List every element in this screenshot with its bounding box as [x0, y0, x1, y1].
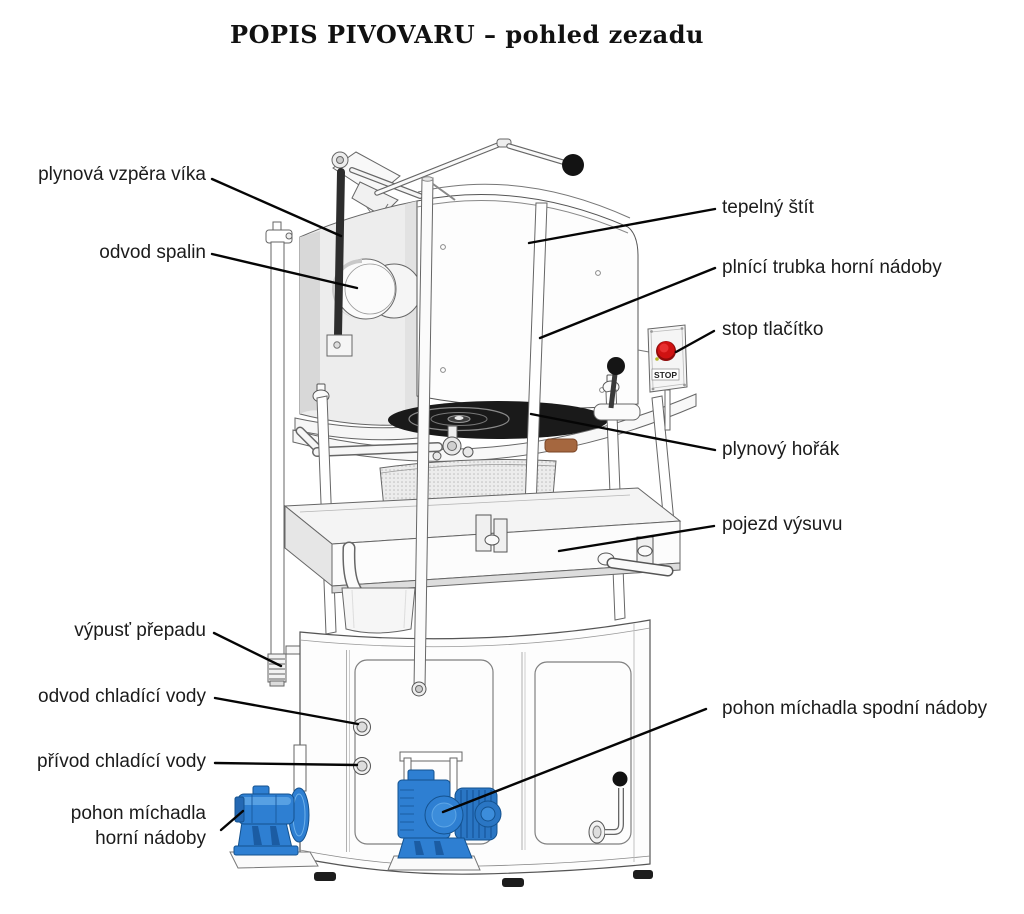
label-flue-exhaust: odvod spalin [99, 242, 206, 263]
label-lower-agitator-drive: pohon míchadla spodní nádoby [722, 698, 988, 719]
lid-gas-strut [326, 168, 353, 357]
carriage-pull-handle [606, 557, 674, 577]
lever-hinge-cylinder [593, 403, 641, 421]
label-stop-button: stop tlačítko [722, 319, 824, 340]
label-heat-shield: tepelný štít [722, 197, 814, 218]
flue-outlet [332, 258, 422, 320]
leader-filling-tube [538, 266, 717, 340]
leader-water-inlet [213, 761, 359, 767]
handle-ball-knob [562, 154, 584, 176]
hex-bolt [484, 534, 500, 546]
shield-rivet [595, 270, 601, 276]
leader-lower-drive [441, 707, 708, 814]
label-upper-agitator-drive-line2: horní nádoby [95, 828, 206, 849]
cooling-water-outlet-port [353, 718, 371, 736]
overflow-drain [267, 653, 287, 687]
foot [502, 878, 524, 887]
leader-upper-drive [219, 809, 245, 832]
label-overflow-drain: výpusť přepadu [74, 620, 206, 641]
leader-slide-carriage [557, 524, 716, 553]
lever-ball-knob [612, 771, 628, 787]
leader-stop-button [674, 329, 716, 354]
leader-flue [210, 252, 359, 290]
shield-rivet [440, 244, 446, 250]
upper-kettle [294, 200, 419, 441]
clamp-plate [475, 514, 492, 552]
lid-handle [374, 138, 584, 196]
label-upper-agitator-drive: pohon míchadla horní nádoby [71, 801, 206, 851]
kettle-cone [341, 587, 416, 634]
damper-lever [593, 357, 641, 421]
label-gas-burner: plynový hořák [722, 439, 840, 460]
stop-button[interactable] [655, 341, 676, 361]
leader-overflow [212, 631, 283, 668]
hex-bolt [637, 545, 653, 557]
gas-burner [388, 401, 608, 439]
mount-frame-top [399, 751, 463, 762]
label-slide-carriage: pojezd výsuvu [722, 514, 843, 535]
label-gas-strut: plynová vzpěra víka [38, 164, 206, 185]
upper-agitator-drive [229, 744, 319, 869]
upper-vessel-filling-tube [411, 176, 456, 697]
copper-fitting [544, 438, 578, 453]
foot [314, 872, 336, 881]
valve-knob [285, 232, 293, 240]
lever-ball-knob [607, 357, 625, 375]
overflow-standpipe [265, 221, 309, 687]
label-cooling-water-outlet: odvod chladící vody [38, 686, 206, 707]
label-upper-agitator-drive-line1: pohon míchadla [70, 803, 206, 824]
vessel-panel-right [534, 661, 632, 845]
leader-water-outlet [213, 696, 360, 726]
panel-lever [588, 771, 628, 844]
shield-rivet [440, 367, 446, 373]
stop-button-panel: STOP [637, 324, 688, 431]
leader-gas-strut [210, 177, 343, 238]
standpipe [270, 241, 285, 658]
shield-back-rim [417, 183, 631, 219]
page-title: POPIS PIVOVARU – pohled zezadu [230, 20, 704, 49]
stop-button-text: STOP [654, 370, 677, 380]
leader-heat-shield [527, 207, 717, 245]
heat-shield [416, 183, 639, 409]
vessel-feet [314, 870, 653, 887]
stop-label-plate [651, 368, 680, 381]
foot [633, 870, 653, 879]
leader-lines [210, 177, 717, 832]
label-filling-tube: plnící trubka horní nádoby [722, 257, 942, 278]
lower-vessel [299, 619, 653, 887]
label-cooling-water-inlet: přívod chladící vody [37, 751, 206, 772]
lower-agitator-drive [387, 751, 502, 871]
lid-hinge-assembly [331, 151, 423, 231]
leader-gas-burner [529, 412, 717, 452]
